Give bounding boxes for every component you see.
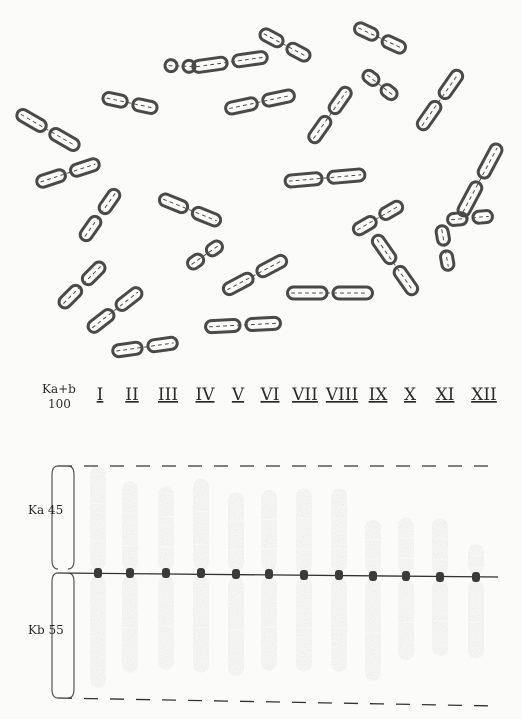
chromosome-VI (261, 490, 277, 671)
upper-bracket (52, 466, 58, 569)
chromosome-X (398, 517, 414, 660)
chromosome-IX (365, 520, 381, 681)
centromere (126, 568, 134, 578)
spread-chromosome (205, 317, 281, 333)
chromosome-arm-a (122, 481, 138, 570)
upper-arm-label: Ka 45 (28, 503, 63, 517)
spread-chromosome (415, 68, 465, 132)
spread-chromosome (165, 59, 195, 72)
centromere (402, 571, 410, 581)
chromosome-label-VI: VI (260, 385, 280, 405)
chromosome-arm-a (331, 488, 347, 572)
centromere (436, 572, 444, 582)
chromosome-VIII (331, 488, 347, 672)
chromosome-arm-b (193, 576, 209, 672)
chromosome-label-III: III (158, 385, 178, 405)
chromosome-label-IV: IV (196, 385, 216, 405)
scale-brackets (52, 466, 74, 698)
spread-chromosome (361, 68, 400, 102)
centromere (369, 571, 377, 581)
centromere (94, 568, 102, 578)
lower-arm-label: Kb 55 (28, 623, 64, 637)
chromosome-VII (296, 488, 312, 672)
chromosome-arm-a (432, 518, 448, 574)
chromosome-arm-a (193, 479, 209, 570)
centromere (300, 570, 308, 580)
spread-chromosome (192, 51, 268, 73)
chromosome-V (228, 492, 244, 676)
chromosome-label-IX: IX (369, 385, 389, 405)
spread-chromosome (288, 287, 373, 299)
chromosome-XI (432, 518, 448, 656)
spread-chromosome (185, 239, 225, 272)
chromosome-arm-a (468, 544, 484, 574)
centromere (265, 569, 273, 579)
chromosome-arm-b (122, 576, 138, 672)
chromosome-arm-a (228, 492, 244, 571)
chromosome-arm-a (90, 466, 106, 570)
spread-chromosome (86, 285, 145, 334)
chromosome-label-XII: XII (471, 385, 497, 405)
spread-chromosome (78, 187, 122, 243)
header-label-main: Ka+b (42, 382, 76, 396)
chromosome-arm-b (331, 578, 347, 672)
centromere (335, 570, 343, 580)
lower-bracket-right (68, 573, 74, 698)
chromosome-arm-a (296, 488, 312, 572)
chromosome-label-V: V (231, 385, 245, 405)
chromosome-arm-b (90, 576, 106, 688)
chromosome-arm-b (296, 578, 312, 672)
chromosome-label-I: I (97, 385, 104, 405)
chromosome-label-VII: VII (291, 385, 318, 405)
chromosome-arm-b (468, 580, 484, 659)
centromere (162, 568, 170, 578)
centromere (472, 572, 480, 582)
spread-chromosome (57, 260, 108, 311)
spread-chromosome (158, 192, 223, 227)
spread-chromosome (35, 157, 101, 188)
chromosome-XII (468, 544, 484, 659)
spread-chromosome (112, 337, 178, 358)
spread-chromosome (435, 225, 455, 271)
centromere (232, 569, 240, 579)
spread-chromosome (353, 21, 408, 55)
chromosome-arm-a (261, 490, 277, 571)
chromosome-arm-b (228, 577, 244, 676)
bottom-guide-line (58, 698, 498, 706)
chromosome-III (158, 486, 174, 670)
header-label-sub: 100 (48, 397, 71, 411)
centromere-line (58, 573, 498, 577)
spread-chromosome (285, 169, 366, 188)
spread-chromosome (351, 199, 405, 237)
upper-bracket-right (68, 466, 74, 569)
chromosome-I (90, 466, 106, 688)
chromosome-arm-a (365, 520, 381, 573)
spread-chromosome (102, 91, 158, 114)
spread-chromosome (456, 142, 504, 218)
spread-chromosome (225, 89, 296, 115)
chromosome-arm-b (398, 579, 414, 660)
chromosome-label-X: X (404, 385, 417, 405)
spread-chromosome (306, 85, 353, 145)
metaphase-spread (15, 21, 504, 358)
spread-chromosome (15, 107, 82, 152)
spread-chromosome (221, 253, 288, 296)
chromosome-arm-b (261, 577, 277, 671)
chromosome-IV (193, 479, 209, 673)
chromosome-label-II: II (125, 385, 138, 405)
chromosome-label-VIII: VIII (325, 385, 358, 405)
chromosome-arm-b (365, 579, 381, 681)
spread-chromosome (370, 233, 420, 297)
chromosome-II (122, 481, 138, 672)
chromosome-arm-a (398, 517, 414, 573)
chromosome-arm-b (158, 576, 174, 670)
chromosome-label-XI: XI (436, 385, 455, 405)
chromosome-arm-b (432, 580, 448, 656)
chromosome-arm-a (158, 486, 174, 570)
centromere (197, 568, 205, 578)
